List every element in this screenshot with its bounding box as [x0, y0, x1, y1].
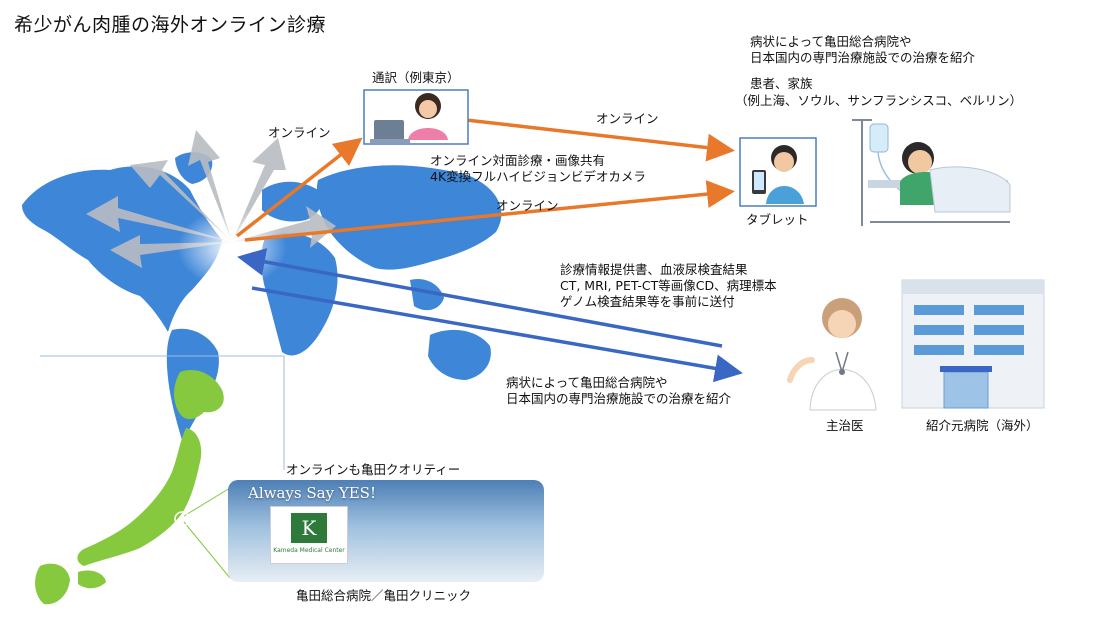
kameda-label: 亀田総合病院／亀田クリニック [296, 588, 472, 603]
arrow-map-to-interpreter [235, 137, 363, 238]
patient-referral-line-1: 病状によって亀田総合病院や [750, 34, 912, 49]
tablet-illustration [739, 137, 817, 207]
arrow-interpreter-to-tablet [465, 118, 735, 162]
overseas-hospital-illustration [901, 279, 1045, 409]
kameda-quality-label: オンラインも亀田クオリティー [286, 462, 461, 477]
records-note: 診療情報提供書、血液尿検査結果 CT, MRI, PET-CT等画像CD、病理標… [560, 262, 777, 310]
video-caption-line-2: 4K変換フルハイビジョンビデオカメラ [430, 169, 646, 184]
patient-locations: （例上海、ソウル、サンフランシスコ、ベルリン） [735, 93, 1023, 108]
kyushu-shape [35, 563, 70, 605]
interpreter-illustration [363, 89, 469, 145]
doctor-illustration [787, 298, 877, 411]
hokkaido-shape [174, 370, 224, 420]
southeast-asia-shape [410, 278, 444, 311]
patient-referral-line-2: 日本国内の専門治療施設での治療を紹介 [750, 50, 976, 65]
online-label-left: オンライン [268, 125, 331, 140]
arrow-map-to-tablet [244, 180, 735, 242]
video-caption-line-1: オンライン対面診療・画像共有 [430, 153, 606, 168]
patient-referral-note: 病状によって亀田総合病院や 日本国内の専門治療施設での治療を紹介 [750, 34, 975, 66]
kameda-logo: K Kameda Medical Center [270, 506, 348, 564]
interpreter-label: 通訳（例東京） [372, 70, 460, 85]
kameda-slogan: Always Say YES! [248, 484, 376, 502]
japan-connector-bottom [183, 521, 231, 579]
australia-shape [428, 329, 491, 380]
japan-connector-top [183, 487, 231, 517]
referral-back-line-1: 病状によって亀田総合病院や [506, 375, 668, 390]
shikoku-shape [78, 570, 106, 589]
honshu-shape [77, 428, 202, 566]
records-line-2: CT, MRI, PET-CT等画像CD、病理標本 [560, 278, 777, 293]
tablet-label: タブレット [746, 212, 809, 227]
online-label-mid: オンライン [496, 198, 559, 213]
patient-label: 患者、家族 [750, 76, 813, 91]
kameda-logo-text: Kameda Medical Center [273, 547, 345, 554]
referral-back-line-2: 日本国内の専門治療施設での治療を紹介 [506, 391, 732, 406]
japan-map [35, 370, 224, 605]
records-line-3: ゲノム検査結果等を事前に送付 [560, 294, 735, 309]
arrow-kameda-to-hospital [251, 286, 743, 383]
asia-shape [316, 165, 502, 270]
europe-shape [262, 181, 322, 222]
arrow-tablet-to-map [243, 192, 721, 242]
overseas-hospital-label: 紹介元病院（海外） [926, 418, 1039, 433]
kameda-hospital-photo: Always Say YES! K Kameda Medical Center [228, 480, 544, 582]
origin-glow [177, 208, 287, 288]
bed-patient-illustration [852, 119, 1011, 226]
referral-back-note: 病状によって亀田総合病院や 日本国内の専門治療施設での治療を紹介 [506, 375, 731, 407]
world-map [22, 152, 502, 440]
online-label-top: オンライン [596, 111, 659, 126]
kameda-location-marker [174, 511, 190, 527]
kameda-logo-mark: K [291, 513, 327, 543]
page-title: 希少がん肉腫の海外オンライン診療 [14, 14, 327, 36]
doctor-label: 主治医 [826, 418, 864, 433]
japan-divider-line [40, 355, 285, 470]
records-line-1: 診療情報提供書、血液尿検査結果 [560, 262, 748, 277]
arrow-tablet-to-interpreter [465, 119, 721, 151]
arrow-hospital-to-kameda [237, 248, 723, 348]
video-caption: オンライン対面診療・画像共有 4K変換フルハイビジョンビデオカメラ [430, 153, 646, 185]
